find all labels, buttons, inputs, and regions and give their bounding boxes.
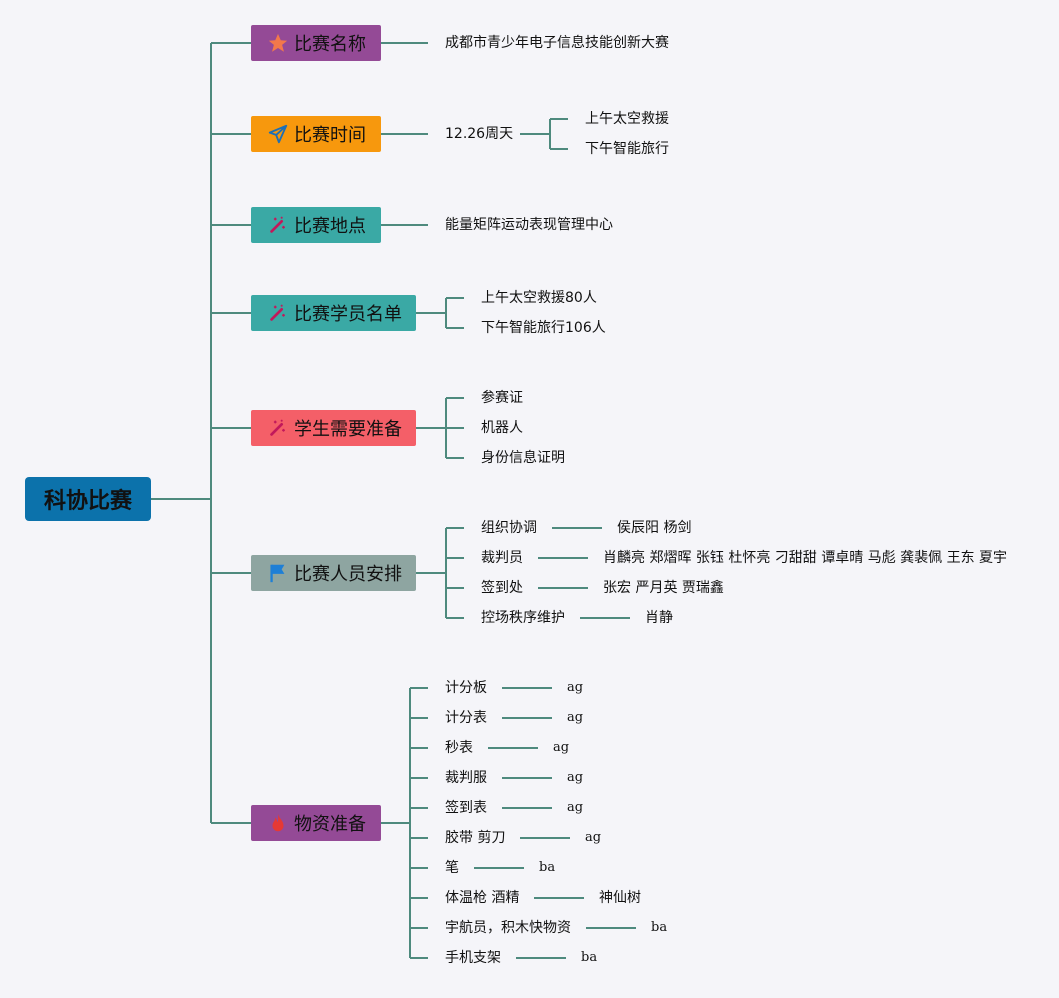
leaf-pen[interactable]: 笔 xyxy=(445,860,459,876)
root-topic[interactable]: 科协比赛 xyxy=(25,477,151,521)
leaf-sign-in-sheet[interactable]: 签到表 xyxy=(445,800,487,816)
leaf-afternoon-session[interactable]: 下午智能旅行 xyxy=(585,141,669,157)
connector-group xyxy=(151,42,636,959)
leaf-pen-owner[interactable]: ba xyxy=(539,860,556,875)
leaf-check-in[interactable]: 签到处 xyxy=(481,580,523,596)
leaf-thermometer-alcohol[interactable]: 体温枪 酒精 xyxy=(445,890,520,906)
leaf-order-maintenance-names[interactable]: 肖静 xyxy=(645,610,673,626)
topic-label: 学生需要准备 xyxy=(294,419,402,440)
leaf-stopwatch[interactable]: 秒表 xyxy=(445,740,473,756)
leaf-thermometer-alcohol-owner[interactable]: 神仙树 xyxy=(599,890,641,906)
topic-staff-arrangement[interactable]: 比赛人员安排 xyxy=(251,555,416,591)
magic-wand-icon xyxy=(267,417,289,439)
leaf-coordination-names[interactable]: 侯辰阳 杨剑 xyxy=(617,520,692,536)
leaf-robot[interactable]: 机器人 xyxy=(481,420,523,436)
leaf-referee-uniform[interactable]: 裁判服 xyxy=(445,770,487,786)
topic-label: 比赛学员名单 xyxy=(294,304,402,325)
leaf-tape-scissors[interactable]: 胶带 剪刀 xyxy=(445,830,506,846)
topic-student-list[interactable]: 比赛学员名单 xyxy=(251,295,416,331)
topic-label: 比赛地点 xyxy=(294,216,366,237)
leaf-sign-in-sheet-owner[interactable]: ag xyxy=(567,800,584,815)
leaf-morning-session[interactable]: 上午太空救援 xyxy=(585,111,669,127)
topic-label: 物资准备 xyxy=(294,814,366,835)
topic-competition-name[interactable]: 比赛名称 xyxy=(251,25,381,61)
topic-label: 比赛名称 xyxy=(294,34,366,55)
paper-plane-icon xyxy=(267,123,289,145)
magic-wand-icon xyxy=(267,214,289,236)
leaf-entry-pass[interactable]: 参赛证 xyxy=(481,390,523,406)
star-icon xyxy=(267,32,289,54)
flag-icon xyxy=(267,562,289,584)
leaf-score-sheet[interactable]: 计分表 xyxy=(445,710,487,726)
root-topic-label: 科协比赛 xyxy=(43,489,132,514)
leaf-coordination[interactable]: 组织协调 xyxy=(481,520,537,536)
leaf-referees[interactable]: 裁判员 xyxy=(481,550,523,566)
leaf-competition-name[interactable]: 成都市青少年电子信息技能创新大赛 xyxy=(445,35,669,51)
leaf-scoreboard[interactable]: 计分板 xyxy=(445,680,487,696)
leaf-referee-uniform-owner[interactable]: ag xyxy=(567,770,584,785)
topic-competition-venue[interactable]: 比赛地点 xyxy=(251,207,381,243)
fire-icon xyxy=(267,812,289,834)
leaf-date[interactable]: 12.26周天 xyxy=(445,126,514,142)
leaf-morning-count[interactable]: 上午太空救援80人 xyxy=(481,290,597,306)
leaf-astronaut-blocks[interactable]: 宇航员，积木快物资 xyxy=(445,920,571,936)
topic-student-preparation[interactable]: 学生需要准备 xyxy=(251,410,416,446)
leaf-order-maintenance[interactable]: 控场秩序维护 xyxy=(481,610,565,626)
leaf-phone-stand[interactable]: 手机支架 xyxy=(445,950,501,966)
leaf-afternoon-count[interactable]: 下午智能旅行106人 xyxy=(481,320,606,336)
leaf-scoreboard-owner[interactable]: ag xyxy=(567,680,584,695)
leaf-phone-stand-owner[interactable]: ba xyxy=(581,950,598,965)
leaf-astronaut-blocks-owner[interactable]: ba xyxy=(651,920,668,935)
topic-competition-time[interactable]: 比赛时间 xyxy=(251,116,381,152)
leaf-id-proof[interactable]: 身份信息证明 xyxy=(481,450,565,466)
leaf-stopwatch-owner[interactable]: ag xyxy=(553,740,570,755)
leaf-referee-names[interactable]: 肖麟亮 郑熠晖 张钰 杜怀亮 刁甜甜 谭卓晴 马彪 龚裴佩 王东 夏宇 xyxy=(603,550,1008,566)
topic-supplies[interactable]: 物资准备 xyxy=(251,805,381,841)
leaf-tape-scissors-owner[interactable]: ag xyxy=(585,830,602,845)
leaf-score-sheet-owner[interactable]: ag xyxy=(567,710,584,725)
leaf-venue[interactable]: 能量矩阵运动表现管理中心 xyxy=(445,217,613,233)
topic-label: 比赛人员安排 xyxy=(294,564,402,585)
magic-wand-icon xyxy=(267,302,289,324)
leaf-check-in-names[interactable]: 张宏 严月英 贾瑞鑫 xyxy=(603,580,724,596)
topic-label: 比赛时间 xyxy=(294,125,366,146)
